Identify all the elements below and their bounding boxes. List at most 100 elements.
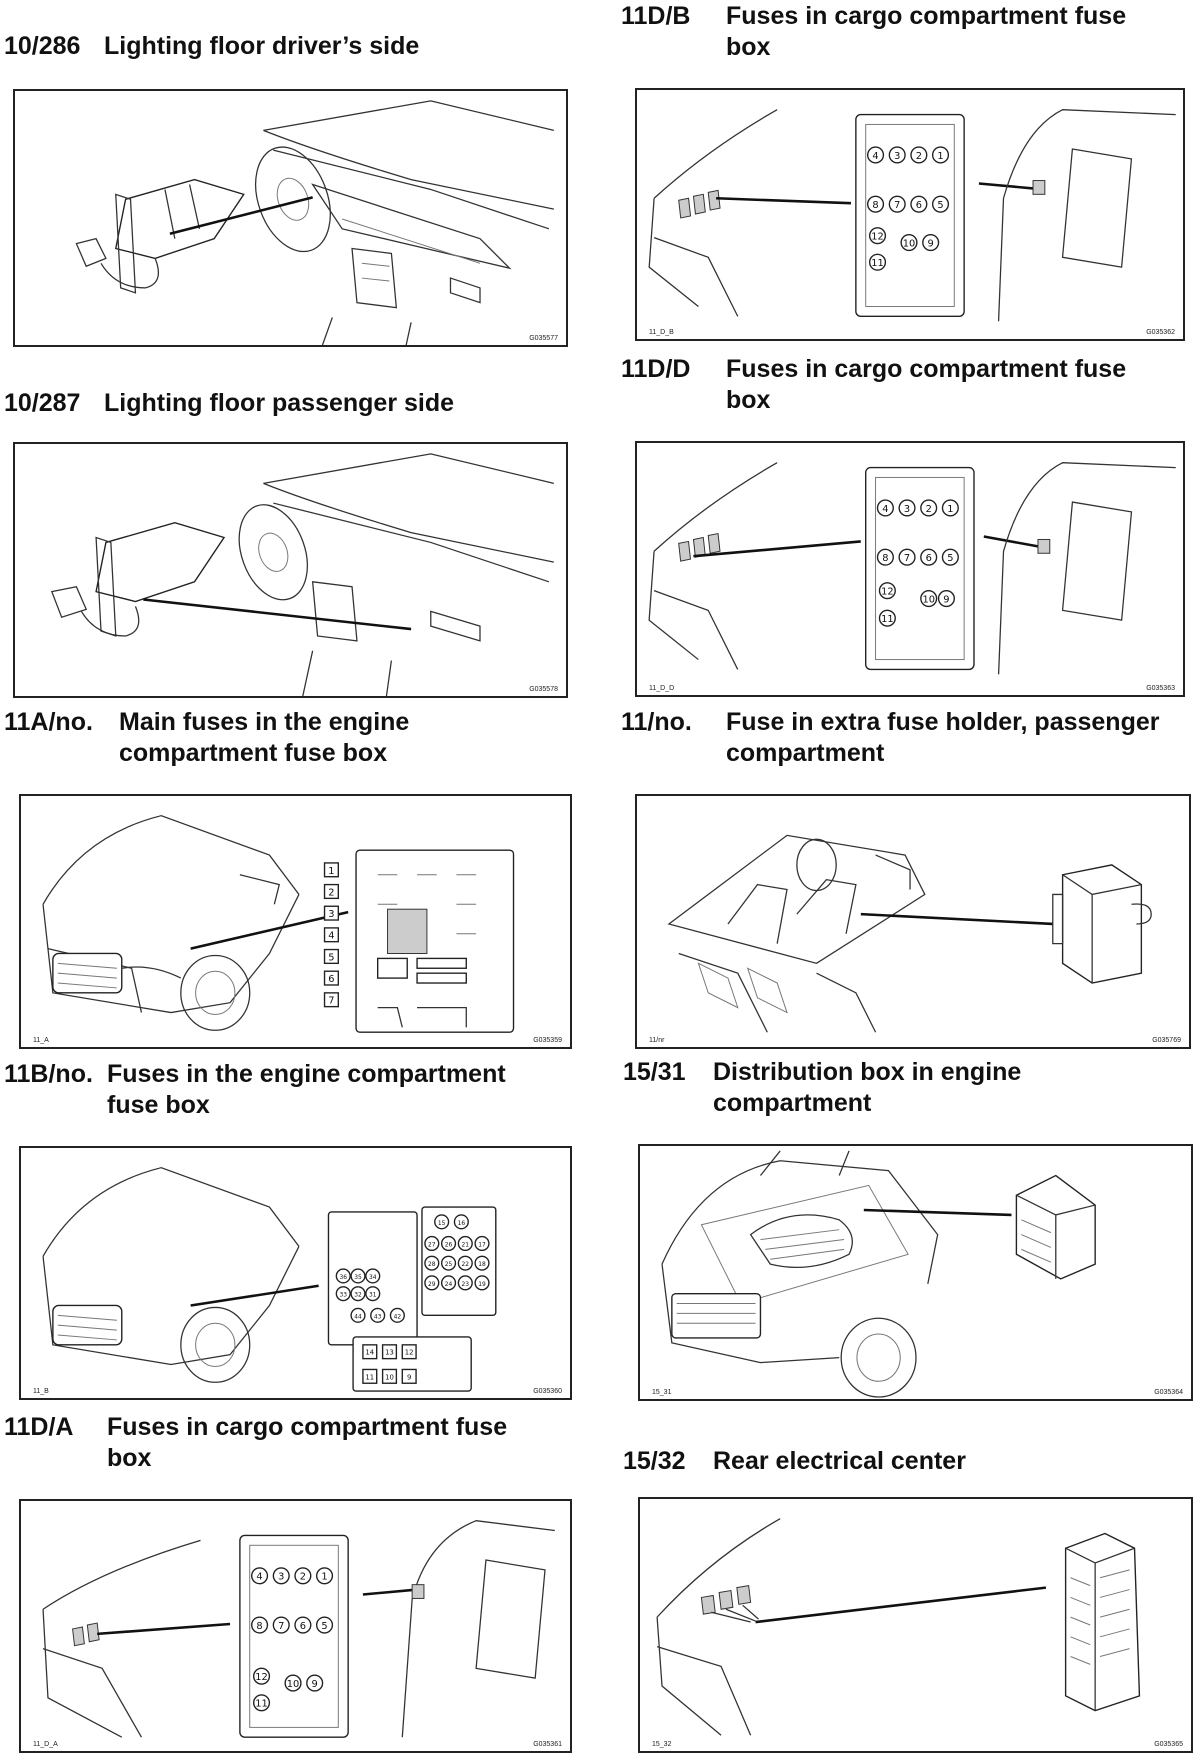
fuse-number: 4 — [256, 1572, 262, 1583]
fuse-number: 1 — [328, 866, 334, 877]
figure-cargo-fuse-box-d: 4 3 2 1 8 7 6 5 12 10 9 11 11_D_D G03536… — [635, 441, 1185, 697]
figure-id: G035578 — [529, 686, 558, 693]
entry-title-line2: box — [726, 386, 771, 414]
entry-code: 11D/B — [621, 2, 691, 30]
figure-label: 11/nr — [649, 1037, 665, 1044]
entry-title: Main fuses in the engine — [119, 708, 410, 736]
entry-title-line2: fuse box — [107, 1091, 210, 1119]
fuse-number: 1 — [937, 151, 943, 162]
car-front-illustration: 36 35 34 33 32 31 44 43 42 15 16 27 26 2… — [42, 1167, 497, 1392]
fuse-number: 5 — [328, 952, 334, 963]
figure-fuses-engine-compartment: 36 35 34 33 32 31 44 43 42 15 16 27 26 2… — [19, 1146, 572, 1400]
fuse-number: 19 — [478, 1282, 486, 1288]
fuse-number: 21 — [462, 1242, 470, 1248]
fuse-number: 31 — [369, 1293, 377, 1299]
fuse-number: 7 — [894, 200, 900, 211]
fuse-number: 27 — [428, 1242, 436, 1248]
fuse-number: 11 — [881, 614, 894, 625]
entry-title: Fuses in the engine compartment — [107, 1060, 506, 1088]
figure-label: 15_32 — [652, 1741, 672, 1748]
figure-id: G035360 — [533, 1388, 562, 1395]
figure-distribution-box-engine: 15_31 G035364 — [638, 1144, 1193, 1401]
fuse-number: 16 — [458, 1221, 466, 1227]
figure-id: G035769 — [1152, 1037, 1181, 1044]
entry-code: 10/287 — [4, 389, 81, 417]
fuse-number: 8 — [882, 553, 888, 564]
fuse-number: 14 — [365, 1349, 374, 1357]
fuse-number: 2 — [916, 151, 922, 162]
fuse-number: 11 — [365, 1373, 374, 1381]
fuse-number: 8 — [872, 200, 878, 211]
entry-title: Lighting floor passenger side — [104, 389, 455, 417]
fuse-number: 6 — [328, 974, 334, 985]
fuse-number: 43 — [374, 1314, 382, 1320]
engine-bay-illustration — [661, 1150, 1096, 1398]
fuse-number: 4 — [872, 151, 878, 162]
fuse-number: 7 — [278, 1621, 284, 1632]
figure-label: 11_D_D — [649, 685, 675, 692]
fuse-number: 44 — [354, 1314, 362, 1320]
entry-code: 11B/no. — [4, 1060, 93, 1088]
interior-illustration — [667, 834, 1152, 1033]
entry-title: Fuses in cargo compartment fuse — [107, 1413, 508, 1441]
dashboard-illustration — [50, 453, 554, 696]
fuse-number: 3 — [904, 504, 910, 515]
entry-title: Distribution box in engine — [713, 1058, 1022, 1086]
cargo-fuse-row-1 — [251, 1567, 334, 1585]
fuse-number: 17 — [478, 1242, 486, 1248]
figure-label: 11_D_A — [33, 1741, 58, 1748]
fuse-number: 34 — [369, 1275, 377, 1281]
fuse-number: 2 — [300, 1572, 306, 1583]
entry-title-line2: compartment — [726, 739, 885, 767]
fuse-number: 9 — [407, 1373, 411, 1381]
fuse-number: 4 — [328, 931, 334, 942]
entry-code: 11/no. — [621, 708, 692, 736]
entry-title-line2: box — [726, 33, 771, 61]
fuse-number: 42 — [394, 1314, 402, 1320]
figure-id: G035364 — [1154, 1389, 1183, 1396]
entry-code: 11D/D — [621, 355, 691, 383]
fuse-number: 35 — [354, 1275, 362, 1281]
entry-title-line2: compartment fuse box — [119, 739, 388, 767]
fuse-number: 6 — [300, 1621, 306, 1632]
fuse-number: 23 — [462, 1282, 470, 1288]
figure-id: G035359 — [533, 1037, 562, 1044]
figure-extra-fuse-holder: 11/nr G035769 — [635, 794, 1191, 1049]
figure-label: 11_A — [33, 1037, 49, 1044]
entry-code: 10/286 — [4, 32, 81, 60]
fuse-number: 6 — [926, 553, 932, 564]
fuse-number: 6 — [916, 200, 922, 211]
entry-title: Lighting floor driver’s side — [104, 32, 420, 60]
fuse-number: 4 — [882, 504, 888, 515]
cargo-fuse-row-3 — [252, 1667, 324, 1712]
fuse-number: 28 — [428, 1262, 436, 1268]
fuse-number: 7 — [328, 996, 334, 1007]
entry-code: 15/32 — [623, 1447, 686, 1475]
fuse-number: 3 — [328, 909, 334, 920]
figure-id: G035361 — [533, 1741, 562, 1748]
fuse-number: 9 — [312, 1679, 318, 1690]
dashboard-illustration — [75, 100, 555, 345]
fuse-number: 10 — [903, 238, 916, 249]
fuse-number: 8 — [256, 1621, 262, 1632]
fuse-number: 15 — [438, 1221, 446, 1227]
figure-label: 11_D_B — [649, 329, 674, 336]
fuse-number: 25 — [445, 1262, 453, 1268]
cargo-fuse-box-illustration: 4 3 2 1 8 7 6 5 12 10 9 11 — [42, 1520, 555, 1738]
figure-cargo-fuse-box-b: 4 3 2 1 8 7 6 5 12 10 9 11 11_D_B G03536… — [635, 88, 1185, 341]
figure-cargo-fuse-box-a: 4 3 2 1 8 7 6 5 12 10 9 11 11_D_A G03536… — [19, 1499, 572, 1753]
figure-id: G035365 — [1154, 1741, 1183, 1748]
fuse-number: 29 — [428, 1282, 436, 1288]
fuse-number: 2 — [926, 504, 932, 515]
fuse-number: 26 — [445, 1242, 453, 1248]
entry-title: Fuses in cargo compartment fuse — [726, 2, 1127, 30]
figure-id: G035363 — [1146, 685, 1175, 692]
fuse-number: 2 — [328, 887, 334, 898]
fuse-number: 1 — [321, 1572, 327, 1583]
figure-lighting-floor-passenger: G035578 — [13, 442, 568, 698]
figure-rear-electrical-center: 15_32 G035365 — [638, 1497, 1193, 1753]
figure-id: G035362 — [1146, 329, 1175, 336]
fuse-number: 12 — [871, 232, 884, 243]
fuse-number: 33 — [339, 1293, 347, 1299]
fuse-number: 12 — [881, 587, 894, 598]
